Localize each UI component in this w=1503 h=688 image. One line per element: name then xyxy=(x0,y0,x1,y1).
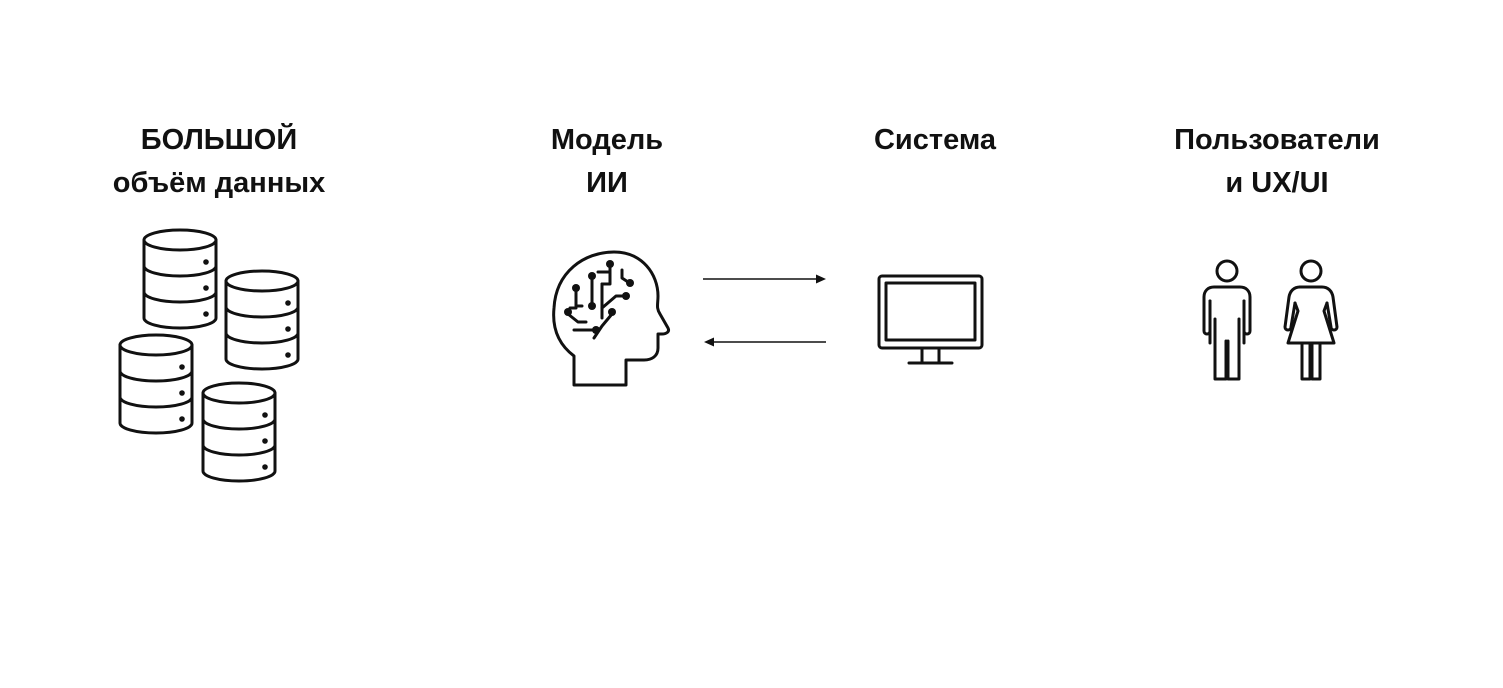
people-icon xyxy=(1202,259,1339,381)
title-big-data: БОЛЬШОЙ объём данных xyxy=(113,119,326,205)
arrow-to-system xyxy=(703,274,826,284)
title-ai-model-line1: Модель xyxy=(550,124,664,156)
title-system: Система xyxy=(874,119,996,162)
database-cylinder-1 xyxy=(142,228,218,330)
database-stack-icon xyxy=(118,228,300,483)
title-users-line2: и UX/UI xyxy=(1225,167,1329,199)
title-ai-model-line2: ИИ xyxy=(586,167,628,199)
woman-icon xyxy=(1283,259,1339,381)
monitor-icon xyxy=(877,274,984,365)
database-cylinder-4 xyxy=(201,381,277,483)
title-users-line1: Пользователи xyxy=(1174,124,1380,156)
database-cylinder-2 xyxy=(224,269,300,371)
arrow-to-model xyxy=(704,337,826,347)
title-big-data-line1: БОЛЬШОЙ xyxy=(140,124,298,156)
title-system-line1: Система xyxy=(873,124,997,156)
man-icon xyxy=(1202,259,1252,381)
database-cylinder-3 xyxy=(118,333,194,435)
ai-head-icon xyxy=(552,250,670,387)
title-users: Пользователи и UX/UI xyxy=(1174,119,1380,205)
title-big-data-line2: объём данных xyxy=(112,167,326,199)
title-ai-model: Модель ИИ xyxy=(551,119,663,205)
